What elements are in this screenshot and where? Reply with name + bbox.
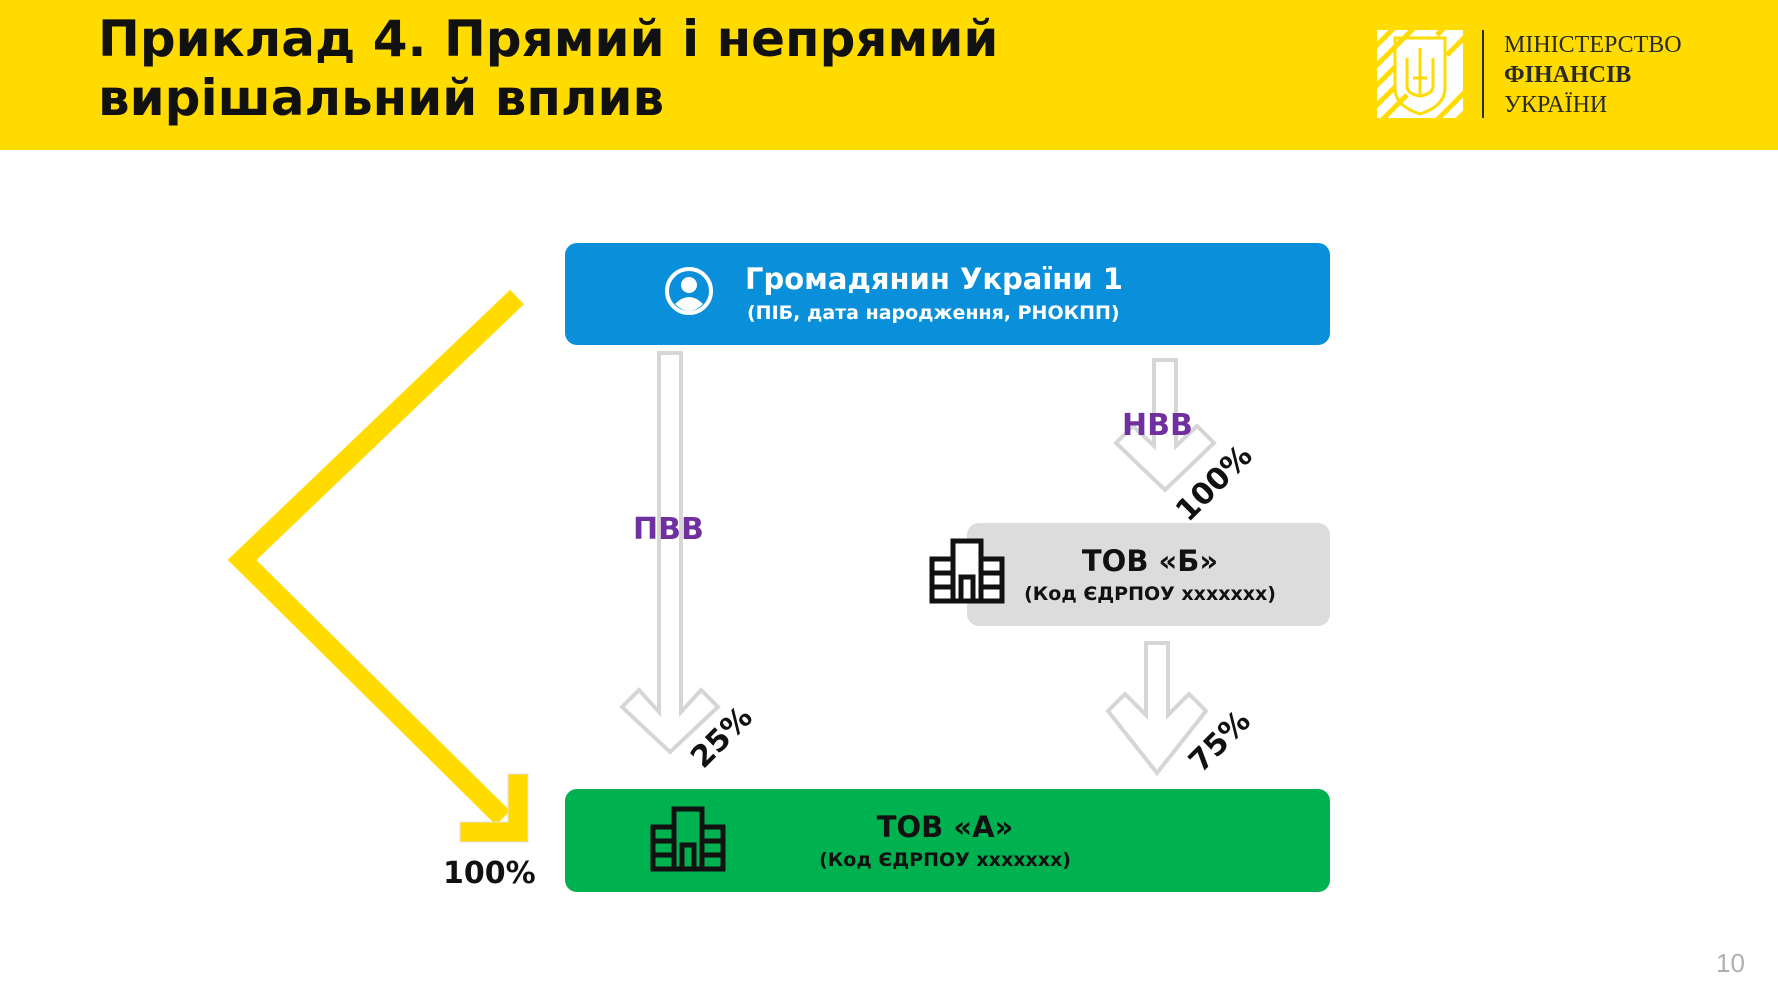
company-b-name: ТОВ «Б» [1081, 544, 1219, 578]
trident-emblem-icon [1377, 30, 1463, 118]
direct-arrow [619, 351, 721, 755]
company-a-building-icon [650, 806, 726, 872]
indirect-arrow-top [1113, 358, 1217, 493]
header-divider [1482, 30, 1484, 118]
citizen-box [565, 243, 1330, 345]
citizen-name: Громадянин України 1 [745, 262, 1123, 296]
company-b-box [967, 523, 1330, 626]
page-number: 10 [1716, 948, 1745, 978]
citizen-details: (ПІБ, дата народження, РНОКПП) [747, 302, 1120, 324]
company-b-details: (Код ЄДРПОУ ххххххх) [1024, 583, 1276, 605]
company-a-details: (Код ЄДРПОУ ххххххх) [819, 849, 1071, 871]
ministry-line-2: ФІНАНСІВ [1504, 62, 1632, 88]
yellow-arrowhead-icon [459, 773, 529, 843]
share-overall-label: 100% [443, 856, 536, 891]
page-title: Приклад 4. Прямий і непрямий вирішальний… [98, 10, 999, 127]
indirect-influence-label: НВВ [1122, 408, 1193, 443]
ministry-name: МІНІСТЕРСТВО ФІНАНСІВ УКРАЇНИ [1504, 30, 1682, 120]
direct-influence-label: ПВВ [633, 512, 704, 547]
company-a-box [565, 789, 1330, 892]
yellow-chevron-arrow [227, 289, 524, 826]
user-icon [665, 267, 713, 315]
company-b-building-icon [929, 538, 1005, 604]
indirect-arrow-bottom [1105, 641, 1209, 777]
ministry-line-1: МІНІСТЕРСТВО [1504, 32, 1682, 58]
company-a-name: ТОВ «А» [876, 810, 1014, 844]
header-band: Приклад 4. Прямий і непрямий вирішальний… [0, 0, 1778, 150]
ministry-line-3: УКРАЇНИ [1504, 92, 1608, 118]
